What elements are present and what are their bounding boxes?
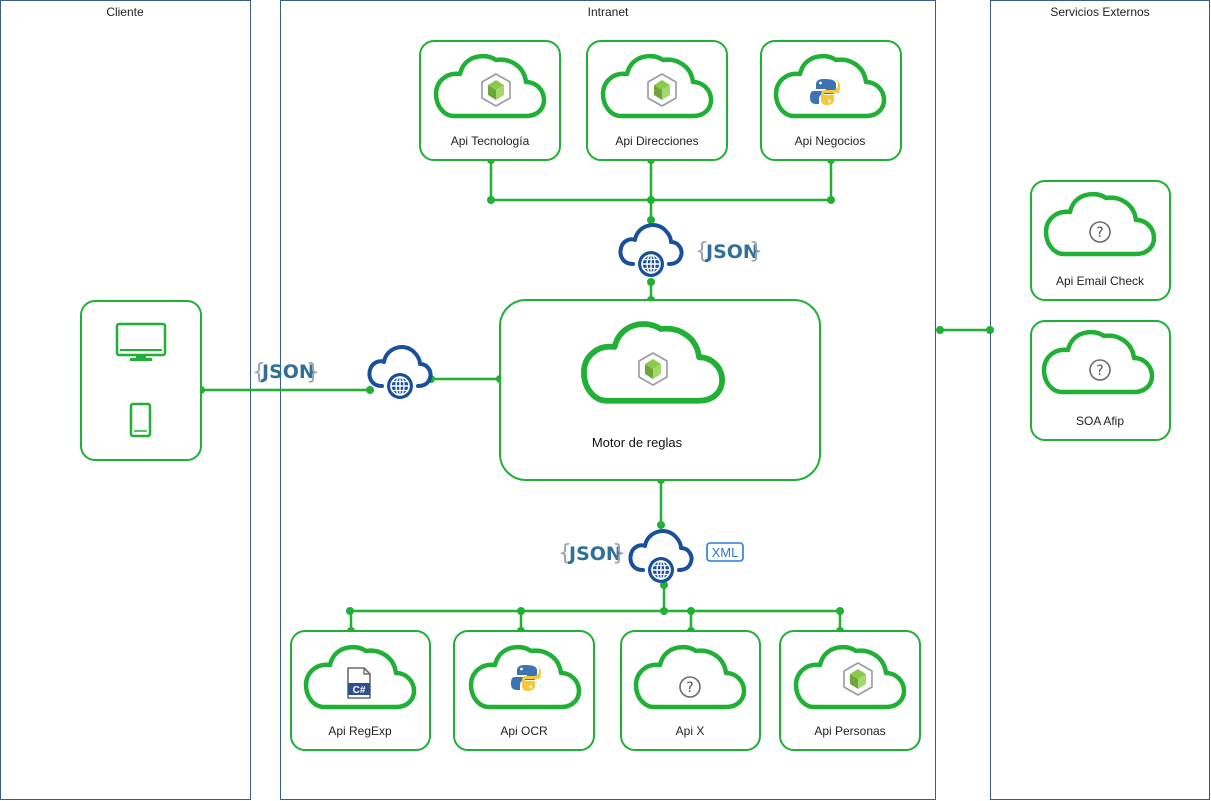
node-cube-icon [481,73,511,107]
json-label: JSON [567,543,622,565]
brace-open: { [558,541,572,566]
brace-open: { [252,360,266,385]
lane-intranet: Intranet [280,0,936,800]
api-label: Api Tecnología [451,134,530,148]
api-label: Api RegExp [328,724,392,738]
monitor-icon [115,322,167,361]
connector-dot [660,607,668,615]
connector-dot [647,216,655,224]
node-cube-icon [843,662,873,696]
connector-dot [647,196,655,204]
question-icon [679,676,701,698]
api-card-external[interactable]: Api Email Check [1030,180,1171,301]
connector-dot [657,521,665,529]
question-icon [1089,359,1111,381]
api-label: Api Personas [814,724,885,738]
api-card-bottom[interactable]: Api OCR [453,630,595,751]
lane-title-external: Servicios Externos [1050,5,1149,19]
api-card-top[interactable]: Api Tecnología [419,40,561,161]
api-card-top[interactable]: Api Direcciones [586,40,728,161]
api-card-bottom[interactable]: Api Personas [779,630,921,751]
json-badge-client: { JSON } [252,360,320,385]
web-gateway-icon [367,345,433,401]
json-label: JSON [260,361,315,383]
node-cube-icon [638,352,668,386]
engine-label: Motor de reglas [592,435,683,450]
json-badge-bottom: { JSON } [558,541,626,566]
brace-open: { [695,239,709,264]
connector-dot [517,607,525,615]
question-icon [1089,221,1111,243]
api-card-bottom[interactable]: C# Api RegExp [290,630,431,751]
xml-label: XML [712,545,739,560]
connector-dot [366,386,374,394]
api-label: Api Negocios [795,134,866,148]
web-gateway-icon [618,223,684,279]
node-cube-icon [647,73,677,107]
api-label: SOA Afip [1076,414,1124,428]
lane-external: Servicios Externos [990,0,1210,800]
brace-close: } [612,541,626,566]
client-devices-card[interactable] [80,300,202,461]
connector-dot [827,196,835,204]
lane-title-intranet: Intranet [588,5,629,19]
connector-dot [687,607,695,615]
lane-title-client: Cliente [106,5,144,19]
api-label: Api X [676,724,705,738]
api-label: Api Direcciones [615,134,698,148]
connector-dot [660,581,668,589]
json-badge-top: { JSON } [695,239,763,264]
connector-dot [647,278,655,286]
json-label: JSON [704,241,759,263]
brace-close: } [749,239,763,264]
api-label: Api Email Check [1056,274,1145,288]
tablet-icon [129,402,152,438]
connector-dot [936,326,944,334]
api-card-top[interactable]: Api Negocios [760,40,902,161]
lane-client: Cliente [0,0,251,800]
web-gateway-icon [628,529,694,585]
connector-dot [346,607,354,615]
api-label: Api OCR [500,724,548,738]
csharp-label: C# [353,685,366,696]
api-card-bottom[interactable]: Api X [620,630,761,751]
api-card-external[interactable]: SOA Afip [1030,320,1171,441]
connector-dot [986,326,994,334]
connector-dot [487,196,495,204]
csharp-file-icon: C# [347,667,371,699]
xml-badge: XML [706,542,744,562]
rules-engine-card[interactable]: Motor de reglas [499,299,821,481]
brace-close: } [306,360,320,385]
connector-dot [836,607,844,615]
